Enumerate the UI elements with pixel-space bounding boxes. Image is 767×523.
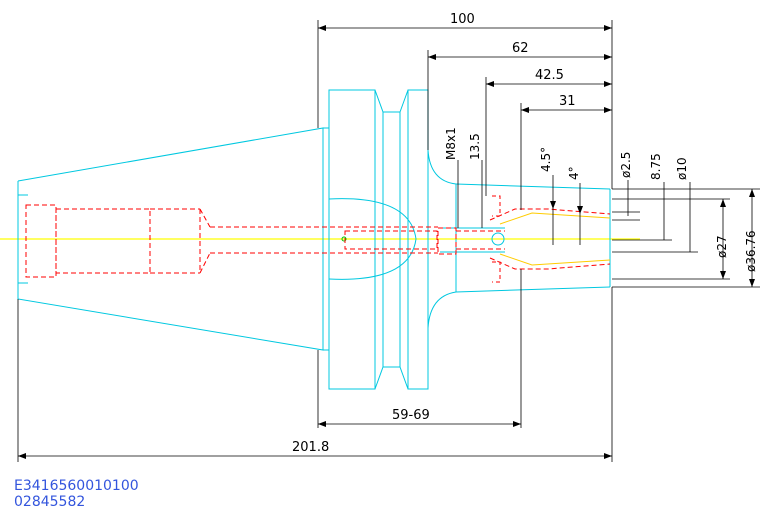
dim-dia-2-5: ø2.5 [619, 152, 633, 178]
dim-100: 100 [450, 12, 475, 27]
dimension-arrows [18, 25, 755, 459]
dim-31: 31 [559, 94, 576, 109]
dim-59-69: 59-69 [392, 408, 430, 423]
order-number: 02845582 [14, 494, 86, 510]
holder-body-outline [17, 89, 611, 390]
hidden-internal-lines [25, 204, 505, 278]
part-number: E3416560010100 [14, 478, 139, 494]
collet-lines [489, 195, 611, 283]
dim-dia-10: ø10 [675, 157, 689, 180]
dim-dia-27: ø27 [715, 235, 729, 258]
dimension-lines [17, 20, 760, 462]
dim-angle-4: 4° [567, 166, 581, 180]
dim-201-8: 201.8 [292, 440, 329, 455]
dim-dia-8-75: 8.75 [649, 153, 663, 180]
dim-angle-4-5: 4.5° [539, 147, 553, 172]
dim-42-5: 42.5 [535, 68, 564, 83]
dim-62: 62 [512, 41, 529, 56]
dim-dia-36-76: ø36.76 [744, 230, 758, 272]
dim-thread-m8x1: M8x1 [444, 127, 458, 160]
dim-depth-13-5: 13.5 [468, 133, 482, 160]
